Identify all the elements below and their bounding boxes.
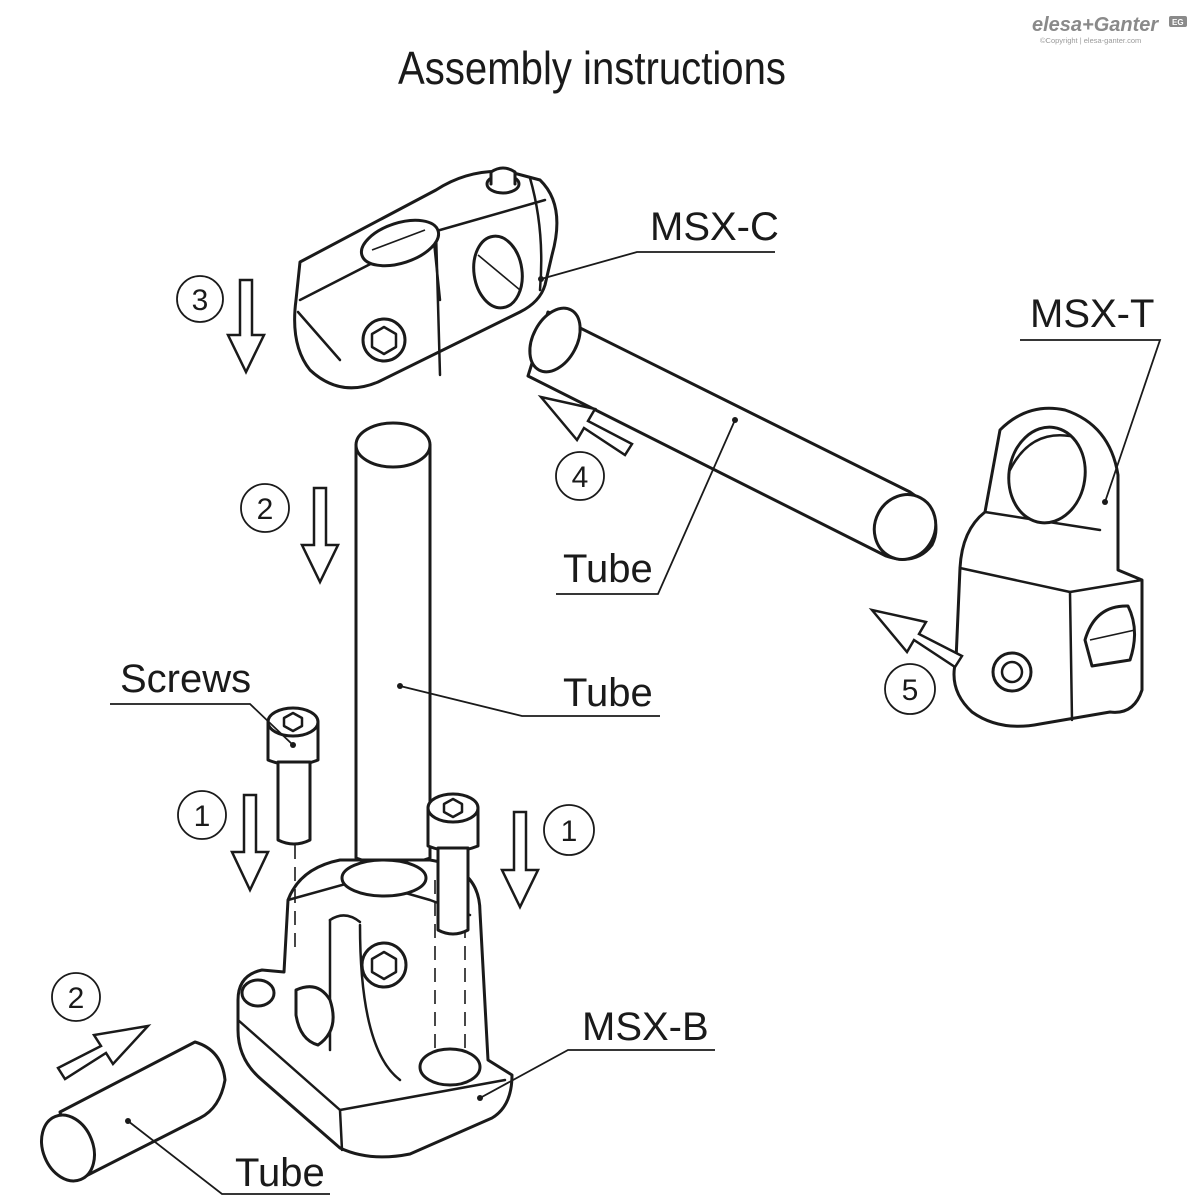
svg-text:4: 4 xyxy=(572,461,589,494)
step-marker-1-right: 1 xyxy=(543,804,595,856)
leader-tube-lower xyxy=(125,1118,330,1195)
arrow-step-5 xyxy=(868,607,964,669)
msx-t-clamp xyxy=(952,406,1144,728)
svg-text:2: 2 xyxy=(68,982,85,1015)
brand-badge-icon xyxy=(1169,16,1187,27)
copyright-text: ©Copyright | elesa-ganter.com xyxy=(1040,36,1141,45)
msx-b-base xyxy=(236,845,514,1159)
label-tube-lower: Tube xyxy=(235,1151,325,1195)
page-title: Assembly instructions xyxy=(398,42,786,94)
label-msx-c: MSX-C xyxy=(650,205,779,249)
arrow-step-1-right xyxy=(500,810,540,910)
brand-badge-text: EG xyxy=(1172,18,1184,27)
svg-text:1: 1 xyxy=(194,800,211,833)
svg-text:2: 2 xyxy=(257,493,274,526)
label-tube-upper: Tube xyxy=(563,547,653,591)
step-marker-3: 3 xyxy=(176,275,224,323)
brand-logo-text: elesa+Ganter xyxy=(1032,14,1159,36)
tube-vertical xyxy=(354,421,432,867)
step-marker-1-left: 1 xyxy=(177,790,227,840)
svg-text:3: 3 xyxy=(192,284,209,317)
tube-lower-horizontal xyxy=(40,1040,227,1183)
brand-watermark: elesa+Ganter EG ©Copyright | elesa-gante… xyxy=(1032,14,1187,45)
step-marker-4: 4 xyxy=(555,451,605,501)
arrow-step-3 xyxy=(226,278,266,375)
msx-c-clamp xyxy=(293,166,559,390)
arrow-step-2-vertical xyxy=(300,486,340,585)
leader-msx-b xyxy=(477,1049,715,1101)
label-screws: Screws xyxy=(120,657,251,701)
arrow-step-1-left xyxy=(230,793,270,893)
tube-upper-horizontal xyxy=(526,306,938,561)
leader-tube-vertical xyxy=(397,683,660,717)
arrow-step-4 xyxy=(537,394,634,457)
arrow-step-2-lower xyxy=(56,1024,152,1081)
step-marker-2-lower: 2 xyxy=(51,972,101,1022)
leader-screws xyxy=(110,703,296,748)
leader-msx-t xyxy=(1020,339,1162,505)
label-msx-t: MSX-T xyxy=(1030,292,1154,336)
label-msx-b: MSX-B xyxy=(582,1005,709,1049)
svg-text:5: 5 xyxy=(902,674,919,707)
label-tube-vertical: Tube xyxy=(563,671,653,715)
step-marker-5: 5 xyxy=(884,663,936,715)
leader-msx-c xyxy=(538,251,775,282)
svg-text:1: 1 xyxy=(561,815,578,848)
screw-right xyxy=(426,792,480,936)
step-marker-2-vertical: 2 xyxy=(240,483,290,533)
leader-tube-upper xyxy=(556,417,738,595)
